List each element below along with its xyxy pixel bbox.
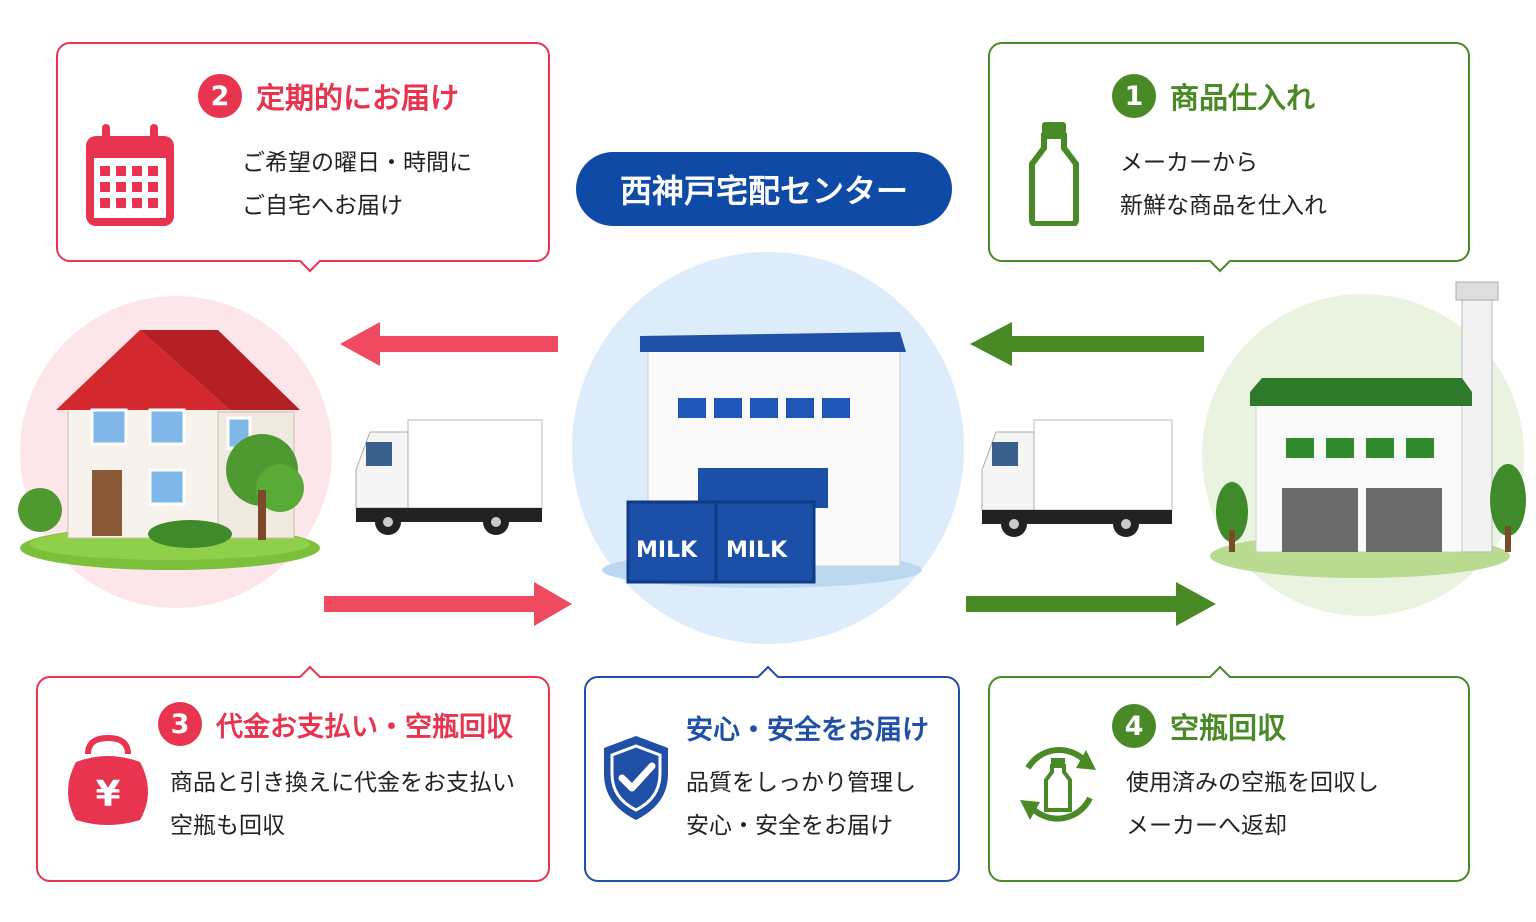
step2-line-2: ご自宅へお届け [242, 193, 403, 219]
svg-text:¥: ¥ [95, 774, 120, 815]
step2-line-1: ご希望の曜日・時間に [242, 150, 472, 176]
step2-number: 2 [198, 74, 242, 118]
milk-crate-label-1: MILK [636, 538, 698, 563]
step1-number: 1 [1112, 74, 1156, 118]
house-illustration [18, 330, 320, 570]
step4-number: 4 [1112, 704, 1156, 748]
step3-line-2: 空瓶も回収 [170, 813, 285, 839]
step1-card: 1 商品仕入れ メーカーから 新鮮な商品を仕入れ [988, 42, 1470, 273]
step3-number: 3 [158, 702, 202, 746]
step4-title: 空瓶回収 [1170, 711, 1287, 745]
milk-bottle-icon [1029, 122, 1079, 226]
step4-card: 4 空瓶回収 使用済みの空瓶を回収し メーカーへ返却 [988, 665, 1470, 882]
shield-check-icon [604, 736, 668, 820]
center-label: 西神戸宅配センター [576, 152, 952, 226]
step1-line-1: メーカーから [1120, 150, 1258, 176]
step1-title: 商品仕入れ [1170, 81, 1316, 115]
step1-line-2: 新鮮な商品を仕入れ [1120, 193, 1327, 219]
step3-title: 代金お支払い・空瓶回収 [216, 711, 513, 743]
step3-card: 3 代金お支払い・空瓶回収 ¥ 商品と引き換えに代金をお支払い 空瓶も回収 [36, 665, 550, 882]
factory-illustration [1210, 281, 1526, 578]
safety-line-2: 安心・安全をお届け [686, 813, 893, 839]
recycle-bottle-icon [1020, 747, 1096, 822]
step2-title: 定期的にお届け [256, 81, 460, 115]
step4-line-2: メーカーへ返却 [1126, 813, 1287, 839]
safety-title: 安心・安全をお届け [686, 715, 929, 746]
step3-line-1: 商品と引き換えに代金をお支払い [170, 770, 515, 796]
warehouse-illustration [602, 332, 922, 588]
yen-purse-icon: ¥ [68, 734, 148, 825]
milk-crate-label-2: MILK [726, 538, 788, 563]
safety-card: 安心・安全をお届け 品質をしっかり管理し 安心・安全をお届け [584, 665, 960, 882]
truck-right [981, 419, 1173, 537]
safety-line-1: 品質をしっかり管理し [686, 770, 916, 796]
calendar-icon [86, 124, 174, 226]
step4-line-1: 使用済みの空瓶を回収し [1126, 770, 1379, 796]
truck-left [355, 419, 543, 535]
step2-card: 2 定期的にお届け ご希望の曜日・時間に ご自宅へお届け [56, 42, 550, 273]
